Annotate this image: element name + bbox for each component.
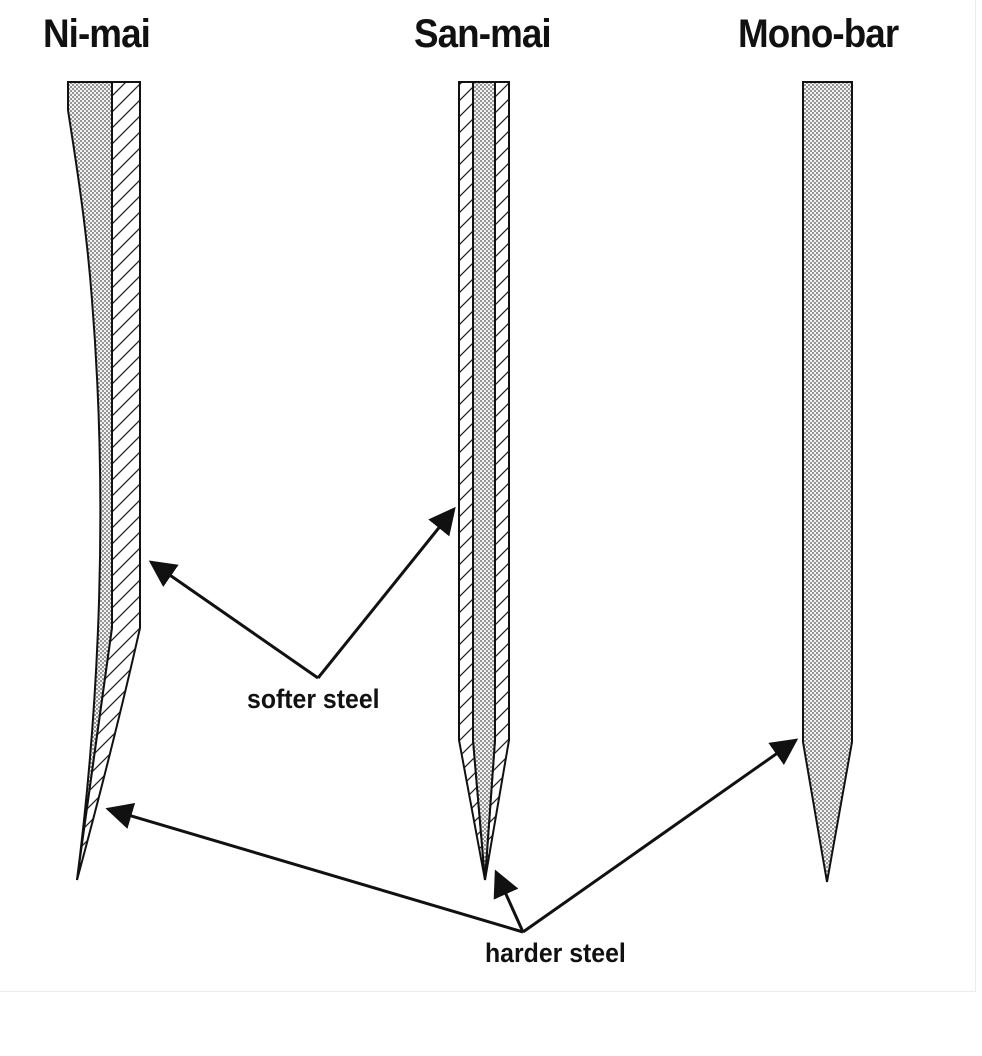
mono-bar-hard-steel-body	[802, 81, 853, 883]
harder-steel-arrows	[105, 738, 799, 934]
ni-mai-title: Ni-mai	[43, 12, 151, 56]
diagram-frame: Ni-mai San-mai Mono-bar softer steel har…	[0, 0, 976, 992]
harder-steel-label: harder steel	[485, 938, 626, 968]
ni-mai-soft-steel-layer	[76, 81, 141, 881]
san-mai-hard-steel-core	[472, 81, 496, 881]
arrow-to-ni-mai-soft-layer	[148, 560, 319, 680]
arrow-to-san-mai-soft-layer	[316, 506, 456, 679]
san-mai-title: San-mai	[414, 12, 552, 56]
softer-steel-label: softer steel	[247, 684, 380, 714]
ni-mai-blade	[67, 81, 141, 881]
arrow-to-san-mai-hard-core	[493, 869, 525, 933]
arrow-to-ni-mai-hard-layer	[105, 802, 524, 934]
ni-mai-hard-steel-layer	[67, 81, 113, 881]
san-mai-blade	[458, 81, 510, 881]
mono-bar-blade	[802, 81, 853, 883]
softer-steel-arrows	[148, 506, 456, 680]
arrow-to-mono-bar-body	[522, 738, 799, 934]
blade-cross-section-diagram	[67, 81, 853, 934]
mono-bar-title: Mono-bar	[738, 12, 899, 56]
